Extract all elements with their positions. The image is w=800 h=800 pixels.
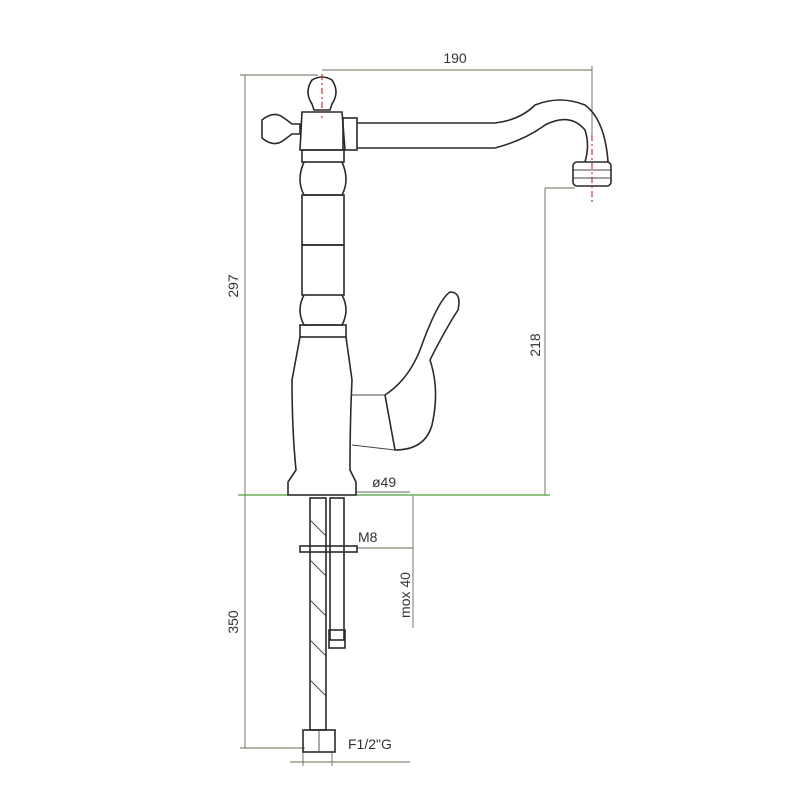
dim-spout-reach: 190 (443, 50, 467, 66)
faucet-outline (261, 76, 612, 496)
dim-max-deck: mox 40 (397, 572, 413, 618)
dim-hose-connection: F1/2"G (348, 736, 392, 752)
dim-total-height: 297 (225, 274, 241, 298)
dimension-lines (240, 66, 593, 766)
mounting-parts (299, 497, 358, 753)
dim-spout-height: 218 (527, 333, 543, 357)
dim-base-diameter: ø49 (372, 474, 396, 490)
dim-stud-thread: M8 (358, 529, 378, 545)
dim-hose-length: 350 (225, 610, 241, 634)
